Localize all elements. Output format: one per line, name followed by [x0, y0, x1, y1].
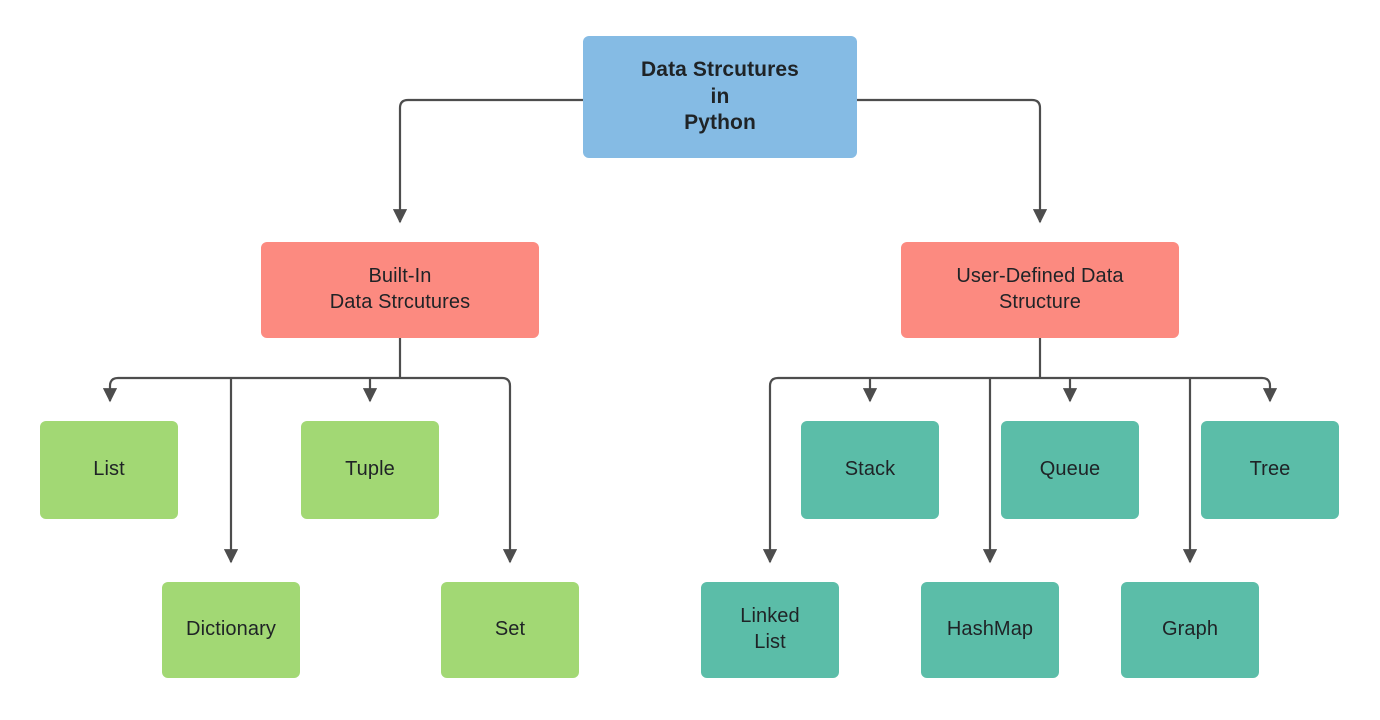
- node-user-defined-data-structure[interactable]: User-Defined Data Structure: [901, 242, 1179, 338]
- edge-userdefined-to-linked-list: [762, 376, 779, 564]
- node-queue[interactable]: Queue: [1001, 421, 1139, 519]
- node-root-data-structures-in-python[interactable]: Data Strcutures in Python: [583, 36, 857, 158]
- node-dictionary[interactable]: Dictionary: [162, 582, 300, 678]
- node-set[interactable]: Set: [441, 582, 579, 678]
- edge-root-to-builtin: [392, 98, 583, 224]
- edge-builtin-to-set: [501, 376, 518, 564]
- node-graph[interactable]: Graph: [1121, 582, 1259, 678]
- node-list[interactable]: List: [40, 421, 178, 519]
- node-built-in-data-structures[interactable]: Built-In Data Strcutures: [261, 242, 539, 338]
- node-tree[interactable]: Tree: [1201, 421, 1339, 519]
- node-stack[interactable]: Stack: [801, 421, 939, 519]
- edge-root-to-userdefined: [857, 98, 1048, 224]
- edge-builtin-to-list: [102, 376, 119, 403]
- node-hashmap[interactable]: HashMap: [921, 582, 1059, 678]
- node-tuple[interactable]: Tuple: [301, 421, 439, 519]
- node-linked-list[interactable]: Linked List: [701, 582, 839, 678]
- edge-userdefined-to-tree: [1261, 376, 1278, 403]
